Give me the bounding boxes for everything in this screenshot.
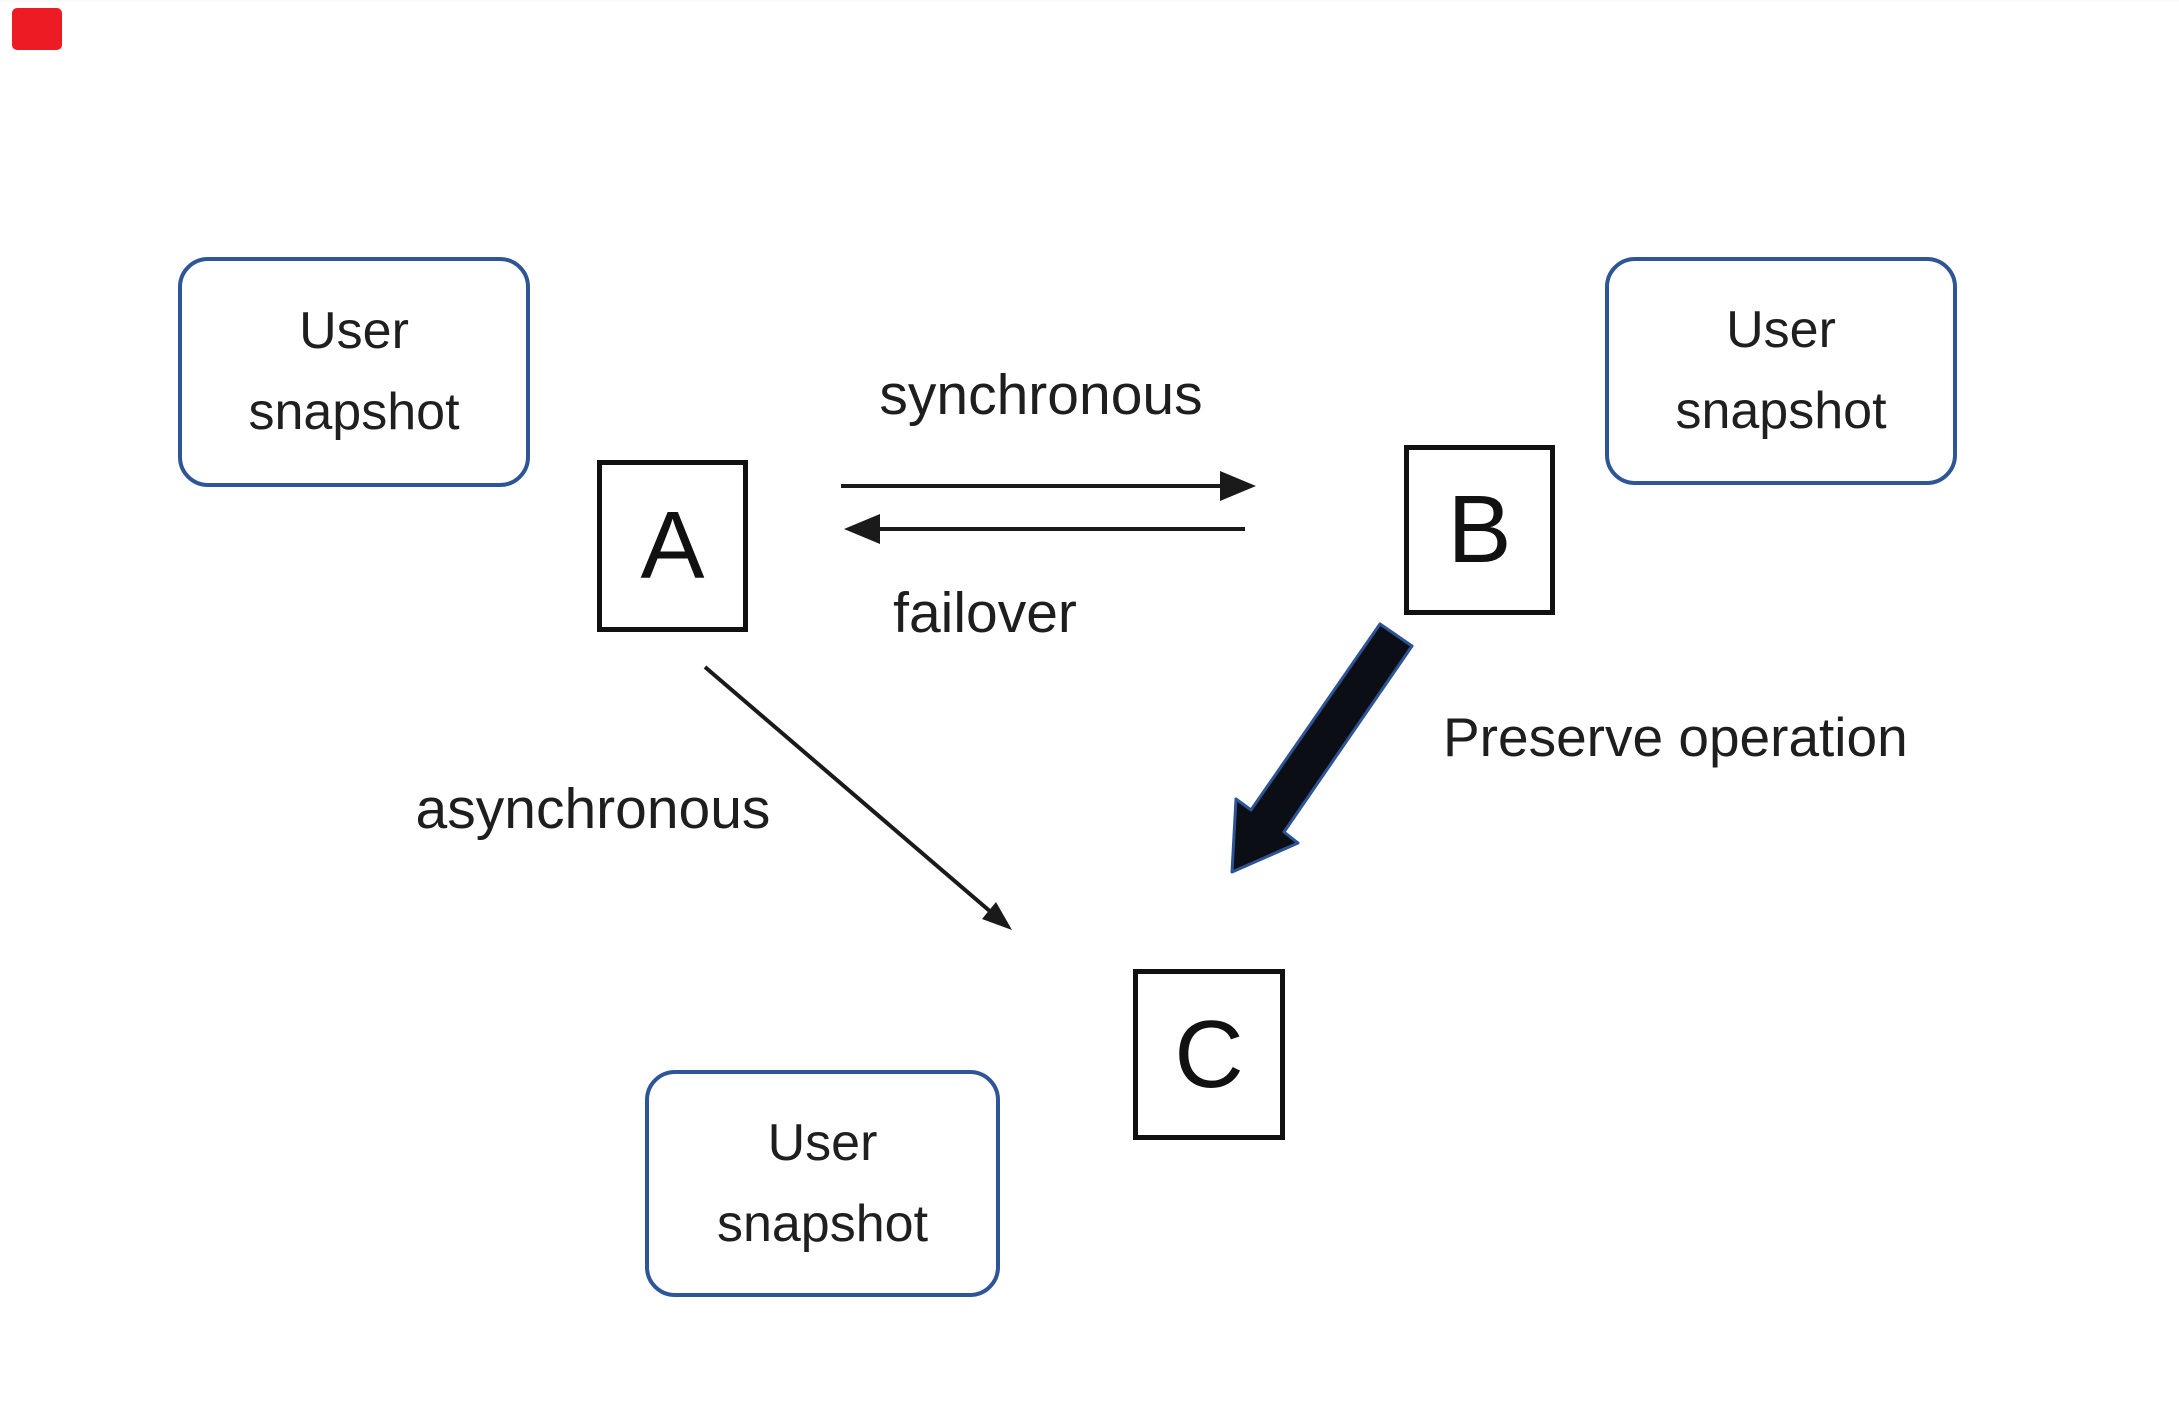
user-snapshot-label-line1: User [299, 302, 409, 361]
node-b-label: B [1447, 476, 1512, 583]
synchronous-arrow [841, 471, 1256, 501]
asynchronous-arrow [703, 665, 1012, 930]
user-snapshot-label-line2: snapshot [716, 1194, 929, 1253]
preserve-operation-label: Preserve operation [1443, 706, 1908, 768]
failover-label: failover [893, 581, 1077, 645]
asynchronous-label: asynchronous [415, 777, 771, 841]
user-snapshot-label-line1: User [1726, 301, 1836, 360]
node-a-label: A [640, 492, 705, 599]
node-c: C [1133, 969, 1285, 1140]
failover-arrow [844, 514, 1245, 544]
synchronous-label: synchronous [879, 363, 1203, 427]
node-a: A [597, 460, 748, 632]
preserve-operation-arrow [1230, 622, 1414, 874]
user-snapshot-label-line1: User [767, 1113, 878, 1172]
node-c-label: C [1174, 1000, 1244, 1108]
user-snapshot-label-line2: snapshot [248, 383, 460, 441]
user-snapshot-box-bottom: User snapshot [645, 1070, 1000, 1297]
red-corner-marker [12, 8, 62, 50]
node-b: B [1404, 445, 1555, 615]
user-snapshot-box-right: User snapshot [1605, 257, 1957, 485]
user-snapshot-box-left: User snapshot [178, 257, 530, 487]
user-snapshot-label-line2: snapshot [1675, 382, 1887, 440]
